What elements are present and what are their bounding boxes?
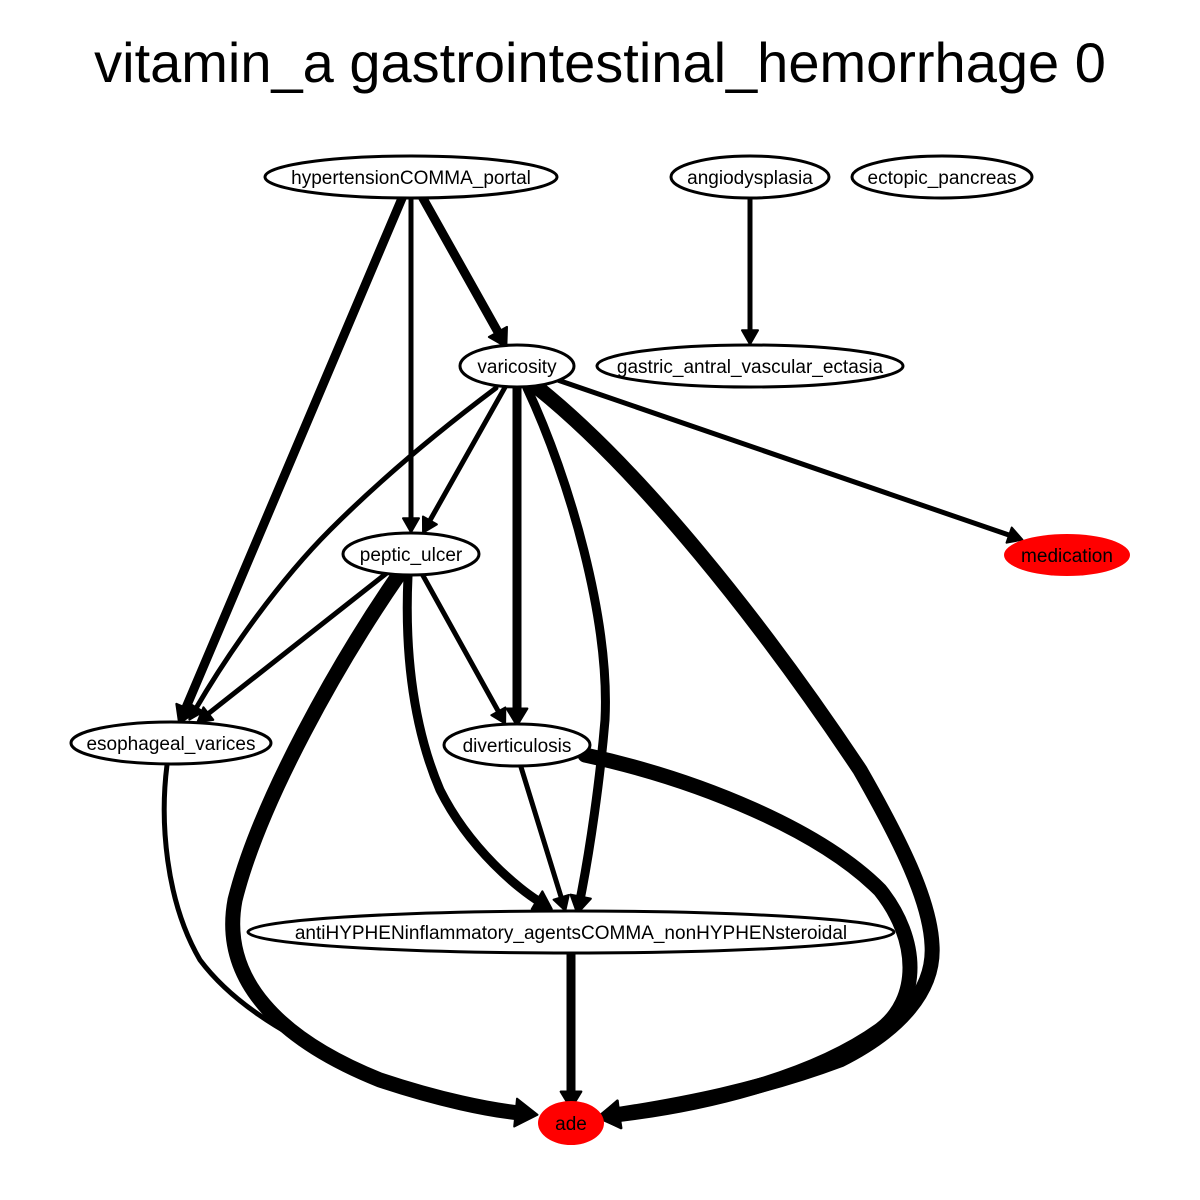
node-shape-esophageal_varices: [69, 720, 273, 766]
edge-hypertension_portal-to-esophageal_varices: [180, 193, 407, 716]
arrowhead-hypertension_portal-to-esophageal_varices: [175, 702, 197, 725]
node-shape-diverticulosis: [442, 722, 592, 768]
edge-varicosity-to-esophageal_varices: [192, 385, 499, 713]
edge-diverticulosis-to-nsaids: [518, 764, 565, 903]
node-shape-peptic_ulcer: [341, 531, 481, 577]
node-label-nsaids: antiHYPHENinflammatory_agentsCOMMA_nonHY…: [295, 923, 847, 944]
node-diverticulosis: diverticulosis: [442, 722, 592, 768]
node-shape-gave: [595, 343, 905, 389]
arrowhead-varicosity-to-medication: [1005, 526, 1024, 544]
node-label-peptic_ulcer: peptic_ulcer: [360, 545, 463, 566]
node-shape-ade: [538, 1101, 604, 1145]
node-shape-ectopic_pancreas: [850, 154, 1034, 200]
node-label-angiodysplasia: angiodysplasia: [687, 168, 813, 189]
node-shape-nsaids: [246, 909, 896, 955]
node-gave: gastric_antral_vascular_ectasia: [595, 343, 905, 389]
node-ade: ade: [538, 1101, 604, 1145]
edge-peptic_ulcer-to-nsaids: [402, 571, 545, 907]
node-angiodysplasia: angiodysplasia: [669, 154, 831, 200]
arrowhead-varicosity-to-diverticulosis: [505, 707, 529, 727]
node-label-varicosity: varicosity: [477, 357, 557, 378]
arrowhead-peptic_ulcer-to-esophageal_varices: [196, 706, 215, 724]
node-label-medication: medication: [1021, 546, 1113, 567]
node-label-ectopic_pancreas: ectopic_pancreas: [868, 168, 1017, 189]
edge-esophageal_varices-to-ade: [161, 762, 523, 1116]
node-nsaids: antiHYPHENinflammatory_agentsCOMMA_nonHY…: [246, 909, 896, 955]
edge-varicosity-to-nsaids: [522, 383, 610, 905]
node-medication: medication: [1004, 534, 1130, 576]
node-peptic_ulcer: peptic_ulcer: [341, 531, 481, 577]
node-label-diverticulosis: diverticulosis: [463, 736, 572, 757]
node-label-hypertension_portal: hypertensionCOMMA_portal: [291, 168, 531, 189]
arrowhead-angiodysplasia-to-gave: [741, 329, 759, 346]
node-hypertension_portal: hypertensionCOMMA_portal: [263, 154, 559, 200]
edge-varicosity-to-peptic_ulcer: [426, 384, 508, 526]
arrowhead-diverticulosis-to-nsaids: [552, 893, 570, 912]
arrowhead-nsaids-to-ade: [559, 1090, 583, 1110]
arrowhead-varicosity-to-esophageal_varices: [188, 702, 205, 721]
arrowhead-diverticulosis-to-ade: [596, 1099, 623, 1130]
edge-hypertension_portal-to-varicosity: [418, 193, 505, 340]
edge-peptic_ulcer-to-diverticulosis: [419, 572, 503, 717]
node-shape-hypertension_portal: [263, 154, 559, 200]
edge-peptic_ulcer-to-ade: [225, 568, 528, 1121]
node-shape-medication: [1004, 534, 1130, 576]
arrowhead-peptic_ulcer-to-diverticulosis: [490, 706, 507, 725]
node-ectopic_pancreas: ectopic_pancreas: [850, 154, 1034, 200]
arrowhead-peptic_ulcer-to-nsaids: [530, 890, 553, 911]
diagram-title: vitamin_a gastrointestinal_hemorrhage 0: [94, 31, 1106, 94]
node-label-esophageal_varices: esophageal_varices: [86, 734, 255, 755]
arrowhead-esophageal_varices-to-ade: [514, 1103, 532, 1122]
node-varicosity: varicosity: [458, 343, 576, 389]
edge-varicosity-to-medication: [556, 377, 1015, 539]
node-label-ade: ade: [555, 1114, 587, 1135]
arrowhead-varicosity-to-peptic_ulcer: [421, 515, 438, 534]
nodes-layer: hypertensionCOMMA_portal angiodysplasia ec…: [69, 154, 1130, 1145]
arrowhead-hypertension_portal-to-peptic_ulcer: [402, 517, 420, 534]
node-shape-varicosity: [458, 343, 576, 389]
node-shape-angiodysplasia: [669, 154, 831, 200]
edges-layer: [161, 193, 1024, 1130]
arrowhead-varicosity-to-nsaids: [569, 893, 592, 915]
edge-diverticulosis-to-ade: [577, 747, 918, 1123]
arrowhead-hypertension_portal-to-varicosity: [487, 325, 508, 348]
edge-peptic_ulcer-to-esophageal_varices: [203, 571, 389, 718]
node-label-gave: gastric_antral_vascular_ectasia: [617, 357, 884, 378]
node-esophageal_varices: esophageal_varices: [69, 720, 273, 766]
